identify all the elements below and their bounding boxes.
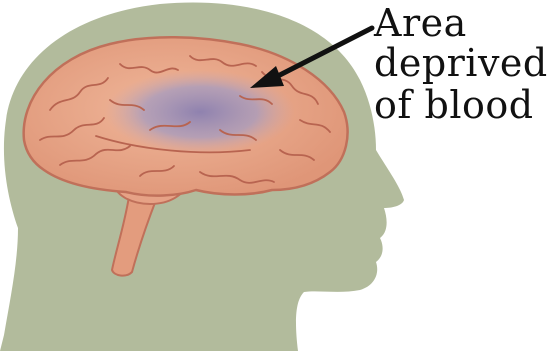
label-line-3: of blood	[374, 86, 534, 124]
label-line-1: Area	[374, 4, 467, 42]
label-line-2: deprived	[374, 44, 548, 82]
